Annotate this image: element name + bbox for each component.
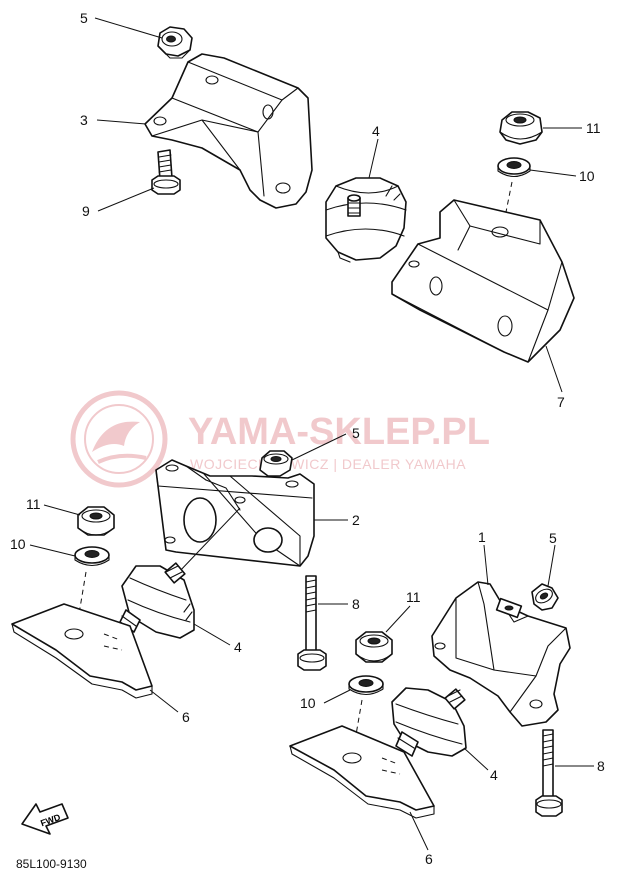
callout-1: 1 <box>478 529 486 545</box>
plate-6-right <box>289 725 435 819</box>
callout-4-left: 4 <box>234 639 242 655</box>
rubber-mount-4-top <box>325 177 407 263</box>
bolt-9 <box>151 149 181 195</box>
rubber-mount-4-left <box>119 562 195 639</box>
callout-10-left: 10 <box>10 536 26 552</box>
nut-11-right <box>355 631 393 663</box>
callout-10-top: 10 <box>579 168 595 184</box>
callout-6-right: 6 <box>425 851 433 867</box>
bracket-3 <box>144 53 313 209</box>
bolt-8-right <box>535 729 563 817</box>
callout-8-right: 8 <box>597 758 605 774</box>
plate-6-left <box>11 603 153 699</box>
washer-10-left <box>74 546 110 567</box>
nut-11-left <box>77 506 115 536</box>
callout-5-top: 5 <box>80 10 88 26</box>
callout-8-mid: 8 <box>352 596 360 612</box>
diagram-code: 85L100-9130 <box>16 857 87 871</box>
callout-3: 3 <box>80 112 88 128</box>
callout-5-right: 5 <box>549 530 557 546</box>
callout-11-right: 11 <box>406 589 421 605</box>
bolt-8-mid <box>297 575 327 671</box>
callout-5-mid: 5 <box>352 425 360 441</box>
callout-4-right: 4 <box>490 767 498 783</box>
callout-6-left: 6 <box>182 709 190 725</box>
watermark-logo <box>70 390 168 488</box>
callout-9: 9 <box>82 203 90 219</box>
bracket-7 <box>391 199 575 363</box>
watermark: YAMA-SKLEP.PL WOJCIECH LEWICZ | DEALER Y… <box>70 390 490 488</box>
rubber-mount-4-right <box>391 687 467 757</box>
fwd-arrow-icon: FWD <box>21 803 69 835</box>
callout-11-left: 11 <box>26 496 41 512</box>
watermark-subtitle: WOJCIECH LEWICZ | DEALER YAMAHA <box>190 456 466 472</box>
nut-5-top <box>157 26 193 59</box>
nut-11-top <box>499 111 543 145</box>
watermark-title: YAMA-SKLEP.PL <box>188 411 490 453</box>
callout-4-top: 4 <box>372 123 380 139</box>
callout-7: 7 <box>557 394 565 410</box>
nut-5-mid <box>259 450 293 477</box>
callout-2: 2 <box>352 512 360 528</box>
washer-10-top <box>497 157 531 178</box>
callout-10-right: 10 <box>300 695 316 711</box>
bracket-1 <box>431 581 571 727</box>
washer-10-right <box>348 675 384 696</box>
callout-11-top: 11 <box>586 120 601 136</box>
nut-5-right <box>531 583 559 611</box>
